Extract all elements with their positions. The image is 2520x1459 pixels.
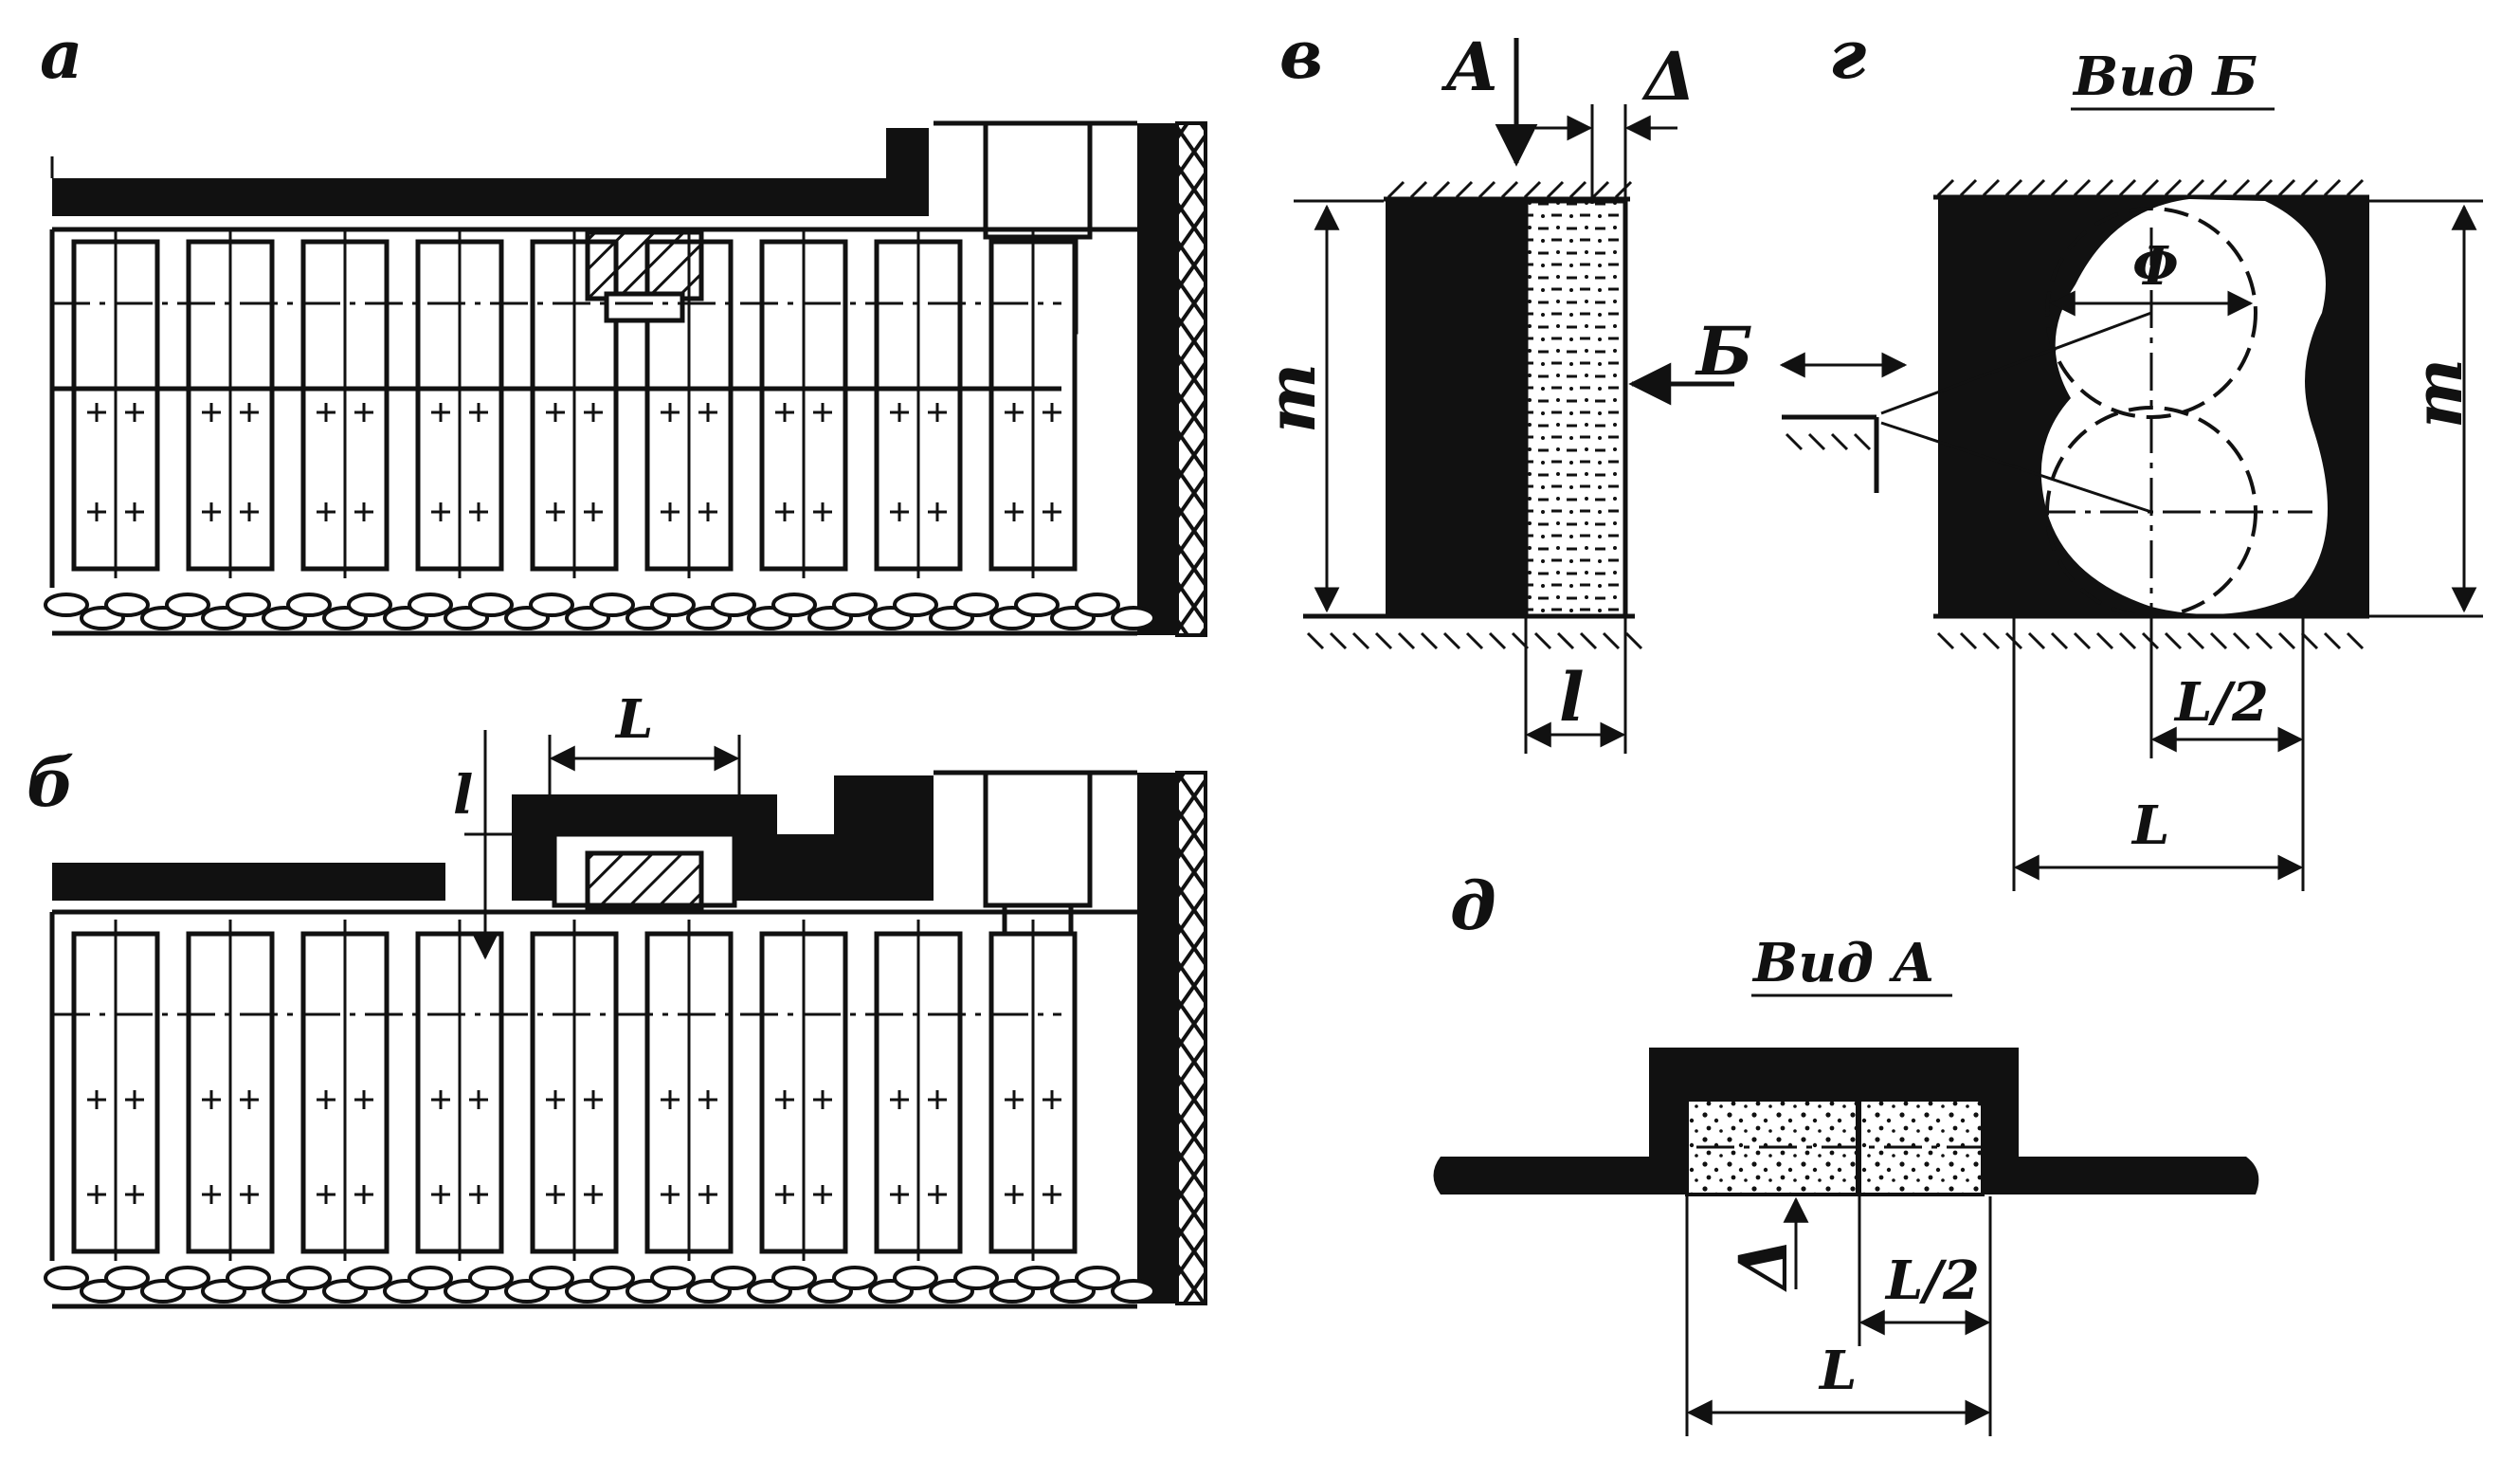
panel-v-dim-A: А <box>1441 27 1499 106</box>
panel-d-dim-L: L <box>1818 1340 1857 1402</box>
panel-g-view-b: г Вид Б Φ m L/2 L <box>1779 15 2483 891</box>
panel-b-mine-plan: б L l <box>27 688 1207 1309</box>
roof-band <box>52 128 929 216</box>
panel-g-dim-m: m <box>2399 358 2477 429</box>
rubble-floor-b <box>44 1266 1156 1304</box>
stope-cells-b <box>71 920 1078 1261</box>
panel-d-dim-L2: L/2 <box>1884 1249 1980 1312</box>
panel-d-label: д <box>1450 866 1496 945</box>
rubble-floor <box>44 593 1156 630</box>
charge-block <box>585 229 704 301</box>
panel-b-dim-L: L <box>614 688 653 751</box>
panel-g-dim-phi: Φ <box>2132 235 2179 298</box>
panel-g-title: Вид Б <box>2072 46 2257 108</box>
panel-d-view-a: д Вид А Δ L/2 L <box>1433 866 2259 1436</box>
right-pillar <box>1137 123 1177 635</box>
filled-zone <box>1523 198 1628 619</box>
panel-g-dim-L: L <box>2130 794 2169 857</box>
panel-v-dim-l: l <box>1559 658 1585 737</box>
panel-v-dim-m: m <box>1252 363 1331 433</box>
roof-band-b <box>52 863 445 901</box>
charge-block-b <box>585 850 704 911</box>
panel-b-dim-l: l <box>453 764 473 827</box>
panel-d-dim-delta: Δ <box>1724 1238 1803 1292</box>
panel-v-section: в А Δ Б m l <box>1252 15 1753 754</box>
panel-b-label: б <box>27 743 75 822</box>
panel-a-label: а <box>40 15 82 94</box>
panel-a-mine-plan: а <box>40 15 1207 637</box>
ore-block <box>1386 201 1526 616</box>
right-wall <box>1175 121 1207 637</box>
right-pillar-b <box>1137 773 1177 1304</box>
panel-d-title: Вид А <box>1751 932 1935 994</box>
panel-g-dim-L2: L/2 <box>2173 671 2269 734</box>
panel-v-dim-B: Б <box>1695 312 1753 391</box>
stope-cells <box>71 228 1078 578</box>
panel-g-label: г <box>1829 15 1866 94</box>
panel-v-label: в <box>1279 15 1323 94</box>
panel-v-dim-delta: Δ <box>1641 37 1695 116</box>
